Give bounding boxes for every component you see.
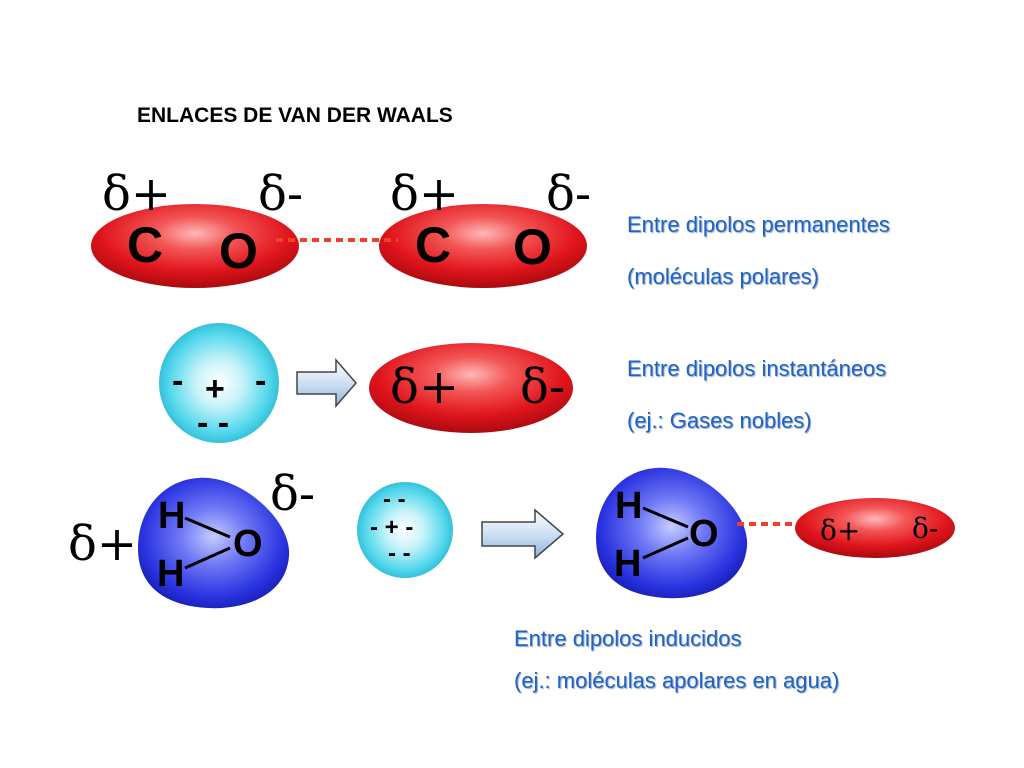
oxygen-atom-label: O <box>233 523 263 565</box>
diagram-title: ENLACES DE VAN DER WAALS <box>137 104 453 127</box>
induced-dipole <box>795 498 955 558</box>
negative-charge-label: - <box>255 362 267 400</box>
oxygen-atom-label: O <box>513 219 552 275</box>
hydrogen-atom-label: H <box>614 543 642 585</box>
delta-plus-label: δ+ <box>820 514 861 547</box>
noble-gas-atom <box>159 323 279 443</box>
oh-bond-top-right <box>642 506 689 529</box>
delta-minus-label: δ- <box>270 466 316 522</box>
note-noble-gases: (ej.: Gases nobles) <box>627 408 812 433</box>
note-permanent-dipoles: Entre dipolos permanentes <box>627 212 890 237</box>
co-molecule-right <box>379 204 587 288</box>
delta-plus-label: δ+ <box>102 166 172 222</box>
positive-charge-label: + <box>205 370 225 408</box>
negative-charges-label: - - <box>197 404 230 442</box>
oxygen-atom-label: O <box>219 223 258 279</box>
delta-plus-label: δ+ <box>390 166 460 222</box>
water-molecule-left <box>138 477 290 609</box>
delta-plus-label: δ+ <box>68 516 138 572</box>
arrow-row2 <box>296 357 357 409</box>
note-polar-molecules: (moléculas polares) <box>627 264 819 289</box>
delta-minus-label: δ- <box>546 166 592 222</box>
negative-charges-label: - - <box>383 486 406 513</box>
oh-bond-top-left <box>184 516 231 539</box>
apolar-atom <box>357 482 453 578</box>
negative-charge-label: - <box>172 362 184 400</box>
hydrogen-atom-label: H <box>157 553 185 595</box>
negative-charges-label: - - <box>388 540 411 567</box>
delta-minus-label: δ- <box>258 166 304 222</box>
co-molecule-left <box>91 204 299 288</box>
delta-minus-label: δ- <box>912 512 939 545</box>
water-molecule-right <box>596 467 748 599</box>
delta-plus-label: δ+ <box>390 359 460 415</box>
oh-bond-bottom-right <box>642 536 689 560</box>
oh-bond-bottom-left <box>184 546 231 570</box>
carbon-atom-label: C <box>415 217 452 273</box>
note-apolar-in-water: (ej.: moléculas apolares en agua) <box>514 668 840 693</box>
hydrogen-atom-label: H <box>615 485 643 527</box>
note-induced-dipoles: Entre dipolos inducidos <box>514 626 742 651</box>
carbon-atom-label: C <box>127 217 164 273</box>
oxygen-atom-label: O <box>689 513 719 555</box>
charges-middle-label: - + - <box>370 514 414 541</box>
instant-dipole <box>369 343 573 433</box>
arrow-row3 <box>481 508 565 560</box>
hydrogen-atom-label: H <box>158 495 186 537</box>
delta-minus-label: δ- <box>520 359 566 415</box>
note-instant-dipoles: Entre dipolos instantáneos <box>627 356 887 381</box>
